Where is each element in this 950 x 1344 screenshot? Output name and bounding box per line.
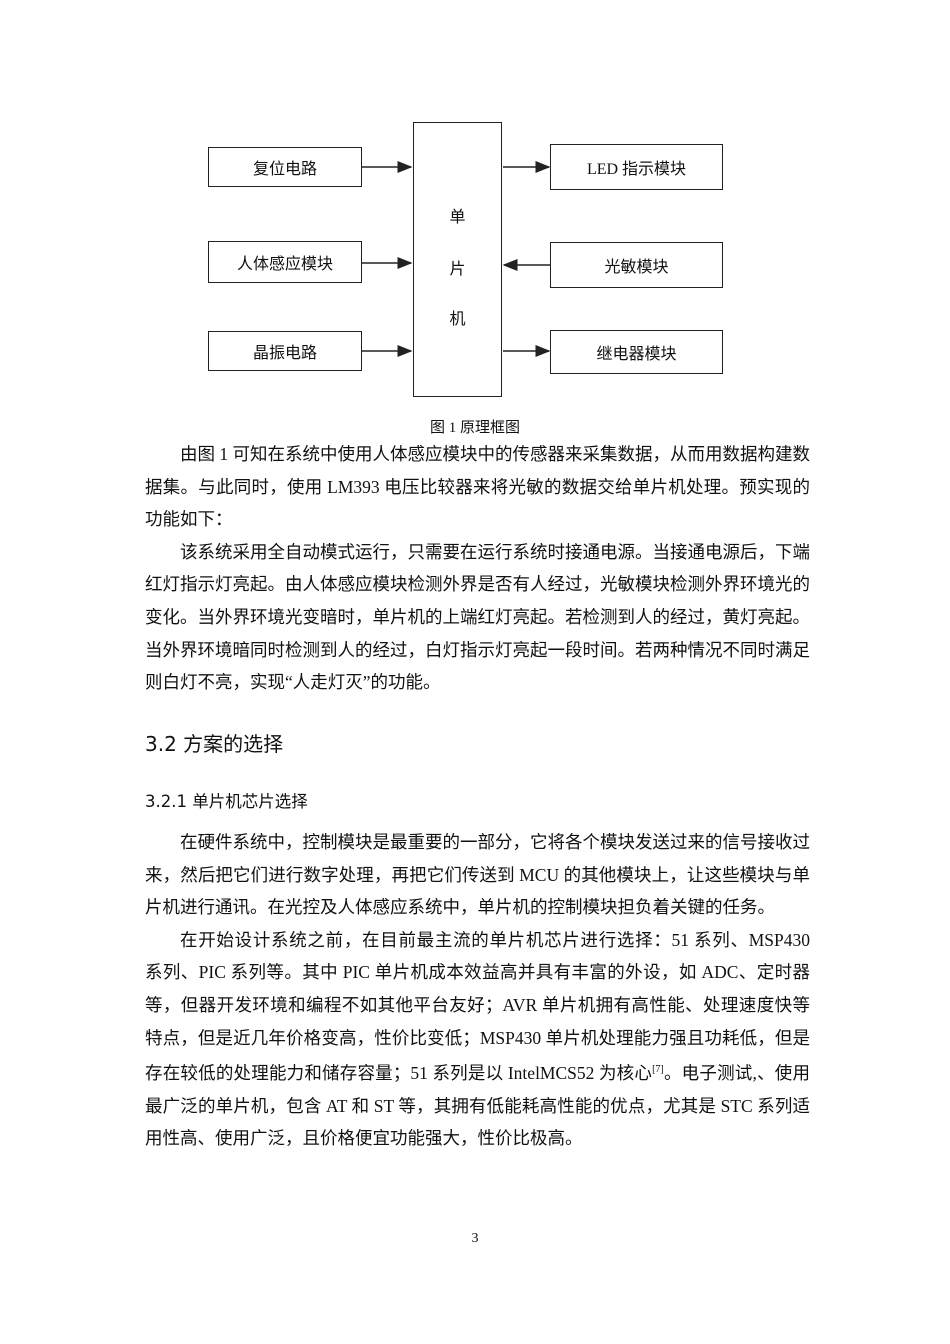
paragraph-3: 在硬件系统中，控制模块是最重要的一部分，它将各个模块发送过来的信号接收过来，然后… bbox=[145, 832, 810, 918]
paragraph-2: 该系统采用全自动模式运行，只需要在运行系统时接通电源。当接通电源后，下端红灯指示… bbox=[145, 541, 810, 693]
box-light-sensor-module: 光敏模块 bbox=[550, 242, 723, 288]
citation-7[interactable]: [7] bbox=[652, 1064, 664, 1076]
box-crystal-circuit: 晶振电路 bbox=[208, 331, 362, 371]
paragraph-4-part-b: 。电子测试,、使用最广泛的单片机，包含 AT 和 ST 等，其拥有低能耗高性能的… bbox=[145, 1062, 810, 1149]
paragraph-4: 在开始设计系统之前，在目前最主流的单片机芯片进行选择：51 系列、MSP430 … bbox=[145, 924, 810, 1155]
paragraph-4-part-a: 在开始设计系统之前，在目前最主流的单片机芯片进行选择：51 系列、MSP430 … bbox=[145, 929, 810, 1083]
box-led-module: LED 指示模块 bbox=[550, 144, 723, 190]
box-mcu: 单 片 机 bbox=[413, 122, 502, 397]
page-number: 3 bbox=[471, 1231, 479, 1246]
paragraph-1: 由图 1 可知在系统中使用人体感应模块中的传感器来采集数据，从而用数据构建数据集… bbox=[145, 444, 810, 530]
mcu-char-2: 片 bbox=[449, 261, 466, 278]
box-reset-circuit: 复位电路 bbox=[208, 147, 362, 187]
figure-caption: 图 1 原理框图 bbox=[429, 420, 520, 436]
heading-3-2-1: 3.2.1 单片机芯片选择 bbox=[145, 792, 308, 811]
mcu-char-1: 单 bbox=[449, 209, 466, 226]
section2-body: 在硬件系统中，控制模块是最重要的一部分，它将各个模块发送过来的信号接收过来，然后… bbox=[145, 826, 810, 1155]
mcu-char-3: 机 bbox=[449, 311, 466, 328]
section1-body: 由图 1 可知在系统中使用人体感应模块中的传感器来采集数据，从而用数据构建数据集… bbox=[145, 438, 810, 699]
diagram-arrows bbox=[362, 161, 551, 357]
box-body-sensor-module: 人体感应模块 bbox=[208, 241, 362, 283]
box-relay-module: 继电器模块 bbox=[550, 330, 723, 374]
heading-3-2: 3.2 方案的选择 bbox=[145, 732, 284, 756]
